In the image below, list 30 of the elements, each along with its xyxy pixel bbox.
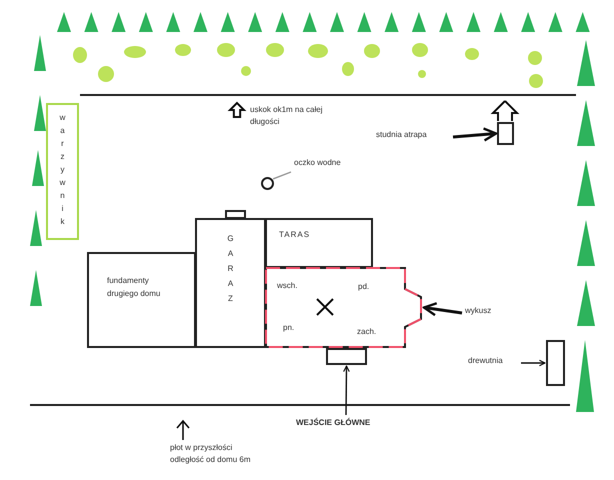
direction-label: pn. (283, 322, 294, 334)
direction-label: zach. (357, 326, 376, 338)
note-text: płot w przyszłości odległość od domu 6m (170, 442, 252, 466)
room-label: fundamenty drugiego domu (107, 275, 162, 300)
garden-bed (46, 103, 79, 240)
room-label: TARAS (279, 230, 310, 239)
house-outline (265, 267, 423, 348)
garage-outline (195, 218, 266, 348)
callout-text: WEJŚCIE GŁÓWNE (296, 418, 370, 427)
callout-text: studnia atrapa (376, 130, 427, 139)
leader-line (272, 171, 292, 180)
room-label: warzywnik (58, 113, 67, 230)
well-box (497, 122, 514, 145)
callout-text: oczko wodne (294, 158, 341, 167)
porch-box (326, 348, 367, 365)
callout-text: wykusz (465, 306, 492, 315)
direction-label: wsch. (277, 280, 298, 292)
terrace-outline (265, 218, 373, 268)
arrow (343, 365, 350, 415)
woodshed-box (546, 340, 565, 386)
callout-text: drewutnia (468, 356, 503, 365)
arrow (452, 127, 498, 142)
room-label: GARAZ (226, 234, 235, 309)
chimney-box (225, 210, 246, 219)
pond-circle (261, 177, 274, 190)
note-text: uskok ok1m na całej długości (250, 104, 324, 128)
arrow (521, 360, 546, 366)
direction-label: pd. (358, 281, 370, 293)
arrow (422, 302, 462, 316)
foundation-outline (87, 252, 196, 348)
